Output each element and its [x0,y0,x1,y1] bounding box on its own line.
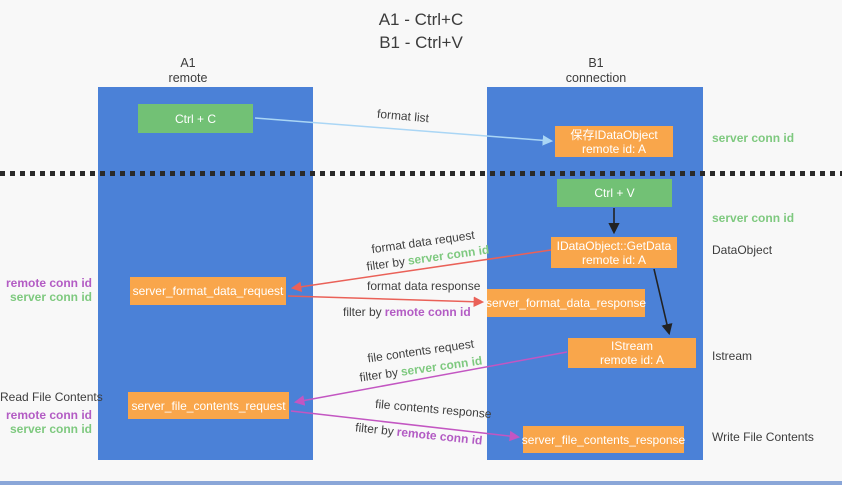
server-conn-id-annotation-mid-right: server conn id [712,211,795,225]
remote-conn-id-annotation-bottom-left: remote conn id [5,408,92,422]
remote-conn-id-key: remote conn id [396,424,484,448]
read-file-contents-annotation: Read File Contents [0,390,103,404]
filter-prefix: filter by [354,420,395,439]
ctrl-v-node: Ctrl + V [557,179,672,207]
lane-header-a1: A1 remote [80,56,296,86]
lane-b1-subtitle: connection [565,71,627,85]
lane-a1-subtitle: remote [168,71,208,85]
server-format-data-response-node: server_format_data_response [485,289,647,317]
lane-b1-name: B1 [588,56,604,70]
istream-line1: IStream [610,339,653,353]
getdata-node: IDataObject::GetData remote id: A [551,237,677,268]
filter-prefix: filter by [365,254,406,274]
server-format-data-response-label: server_format_data_response [485,296,647,310]
lane-header-b1: B1 connection [488,56,704,86]
istream-annotation: Istream [712,349,753,363]
save-dataobject-node: 保存IDataObject remote id: A [555,126,673,157]
filter-prefix: filter by [358,365,399,385]
filter-prefix: filter by [343,305,382,319]
remote-conn-id-annotation-top-left: remote conn id [5,276,92,290]
server-file-contents-request-label: server_file_contents_request [131,398,286,413]
format-data-response-arrow [287,295,485,307]
ctrl-v-label: Ctrl + V [594,186,635,200]
istream-node: IStream remote id: A [568,338,696,368]
ctrl-c-label: Ctrl + C [174,111,216,126]
server-conn-id-annotation-bottom-left: server conn id [9,422,92,436]
server-format-data-request-node: server_format_data_request [130,277,286,305]
lane-a1-name: A1 [180,56,196,70]
server-file-contents-request-node: server_file_contents_request [128,392,289,419]
save-dataobject-line2: remote id: A [581,141,647,156]
format-data-response-label: format data response [367,279,481,293]
save-dataobject-line1: 保存IDataObject [570,127,658,142]
session-separator-dotted-line [0,171,842,176]
server-file-contents-response-node: server_file_contents_response [521,426,686,453]
title-line-b1: B1 - Ctrl+V [379,33,463,52]
diagram-title: A1 - Ctrl+C B1 - Ctrl+V [0,8,842,54]
bottom-window-edge [0,481,842,485]
title-line-a1: A1 - Ctrl+C [378,10,464,29]
ctrl-c-node: Ctrl + C [138,104,253,133]
format-list-label: format list [376,106,430,126]
istream-line2: remote id: A [599,353,665,367]
server-file-contents-response-label: server_file_contents_response [521,432,686,447]
file-contents-response-label: file contents response [374,396,493,422]
remote-conn-id-key: remote conn id [384,305,471,319]
server-format-data-request-label: server_format_data_request [132,284,284,298]
server-conn-id-annotation-top-right: server conn id [712,131,795,145]
write-file-contents-annotation: Write File Contents [712,430,814,444]
getdata-line2: remote id: A [581,252,647,267]
server-conn-id-annotation-top-left: server conn id [9,290,92,304]
dataobject-annotation: DataObject [712,243,773,257]
getdata-line1: IDataObject::GetData [556,238,672,253]
